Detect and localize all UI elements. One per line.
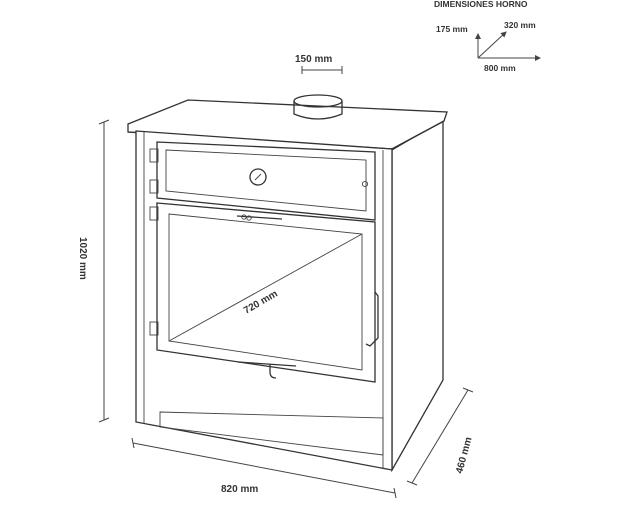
hinge-4 (149, 321, 159, 336)
hinge-3 (149, 206, 159, 221)
oven-door-inner (165, 149, 367, 212)
oven-door (156, 141, 376, 221)
ash-lever-bar (237, 361, 297, 367)
oven-door-latch (361, 180, 369, 188)
flue-collar (293, 94, 343, 120)
stove-drawing (127, 94, 448, 473)
height-dimension-tick-bottom (98, 417, 110, 423)
width-dimension-tick-right (393, 487, 397, 499)
oven-dimensions-legend: DIMENSIONES HORNO 175 mm 320 mm 800 mm (434, 0, 541, 73)
oven-thermometer (249, 168, 267, 186)
flue-collar-rim (293, 94, 343, 108)
depth-dimension-tick-bottom (406, 480, 418, 486)
flue-diameter-label: 150 mm (295, 54, 332, 65)
stove-base-recess (159, 411, 384, 456)
oven-dimensions-title: DIMENSIONES HORNO (434, 0, 528, 9)
flue-collar-body (293, 101, 343, 120)
width-dimension-tick-left (131, 437, 135, 449)
stove-side-panel (391, 118, 444, 473)
flue-dimension: 150 mm (295, 54, 343, 74)
stove-depth-label: 460 mm (454, 436, 474, 475)
oven-depth-axis (477, 31, 507, 59)
handle-knob-right (246, 215, 252, 221)
oven-door-outer (156, 141, 376, 221)
width-dimension: 820 mm (131, 437, 397, 499)
stove-height-label: 1020 mm (77, 237, 88, 280)
hinge-1 (149, 148, 159, 163)
ash-lever-hook (269, 364, 277, 379)
door-hinges (149, 148, 159, 336)
firebox-side-handle (365, 291, 379, 347)
firebox-top-handle (236, 215, 283, 220)
depth-dimension-line (411, 389, 469, 484)
firebox-glass (168, 213, 363, 371)
depth-dimension-tick-top (462, 387, 474, 393)
top-plate-side-edge (391, 120, 445, 150)
handle-knob-left (241, 214, 247, 220)
firebox-door (156, 202, 379, 383)
height-dimension: 1020 mm (77, 119, 110, 423)
stove-width-label: 820 mm (221, 484, 258, 495)
oven-width-label: 800 mm (484, 63, 516, 73)
oven-height-label: 175 mm (436, 24, 468, 34)
height-dimension-tick-top (98, 119, 110, 125)
hinge-2 (149, 179, 159, 194)
thermometer-needle (254, 173, 262, 181)
width-dimension-line (132, 442, 396, 494)
firebox-door-outer (156, 202, 376, 383)
oven-depth-label: 320 mm (504, 20, 536, 30)
glass-diagonal-line (168, 233, 363, 342)
